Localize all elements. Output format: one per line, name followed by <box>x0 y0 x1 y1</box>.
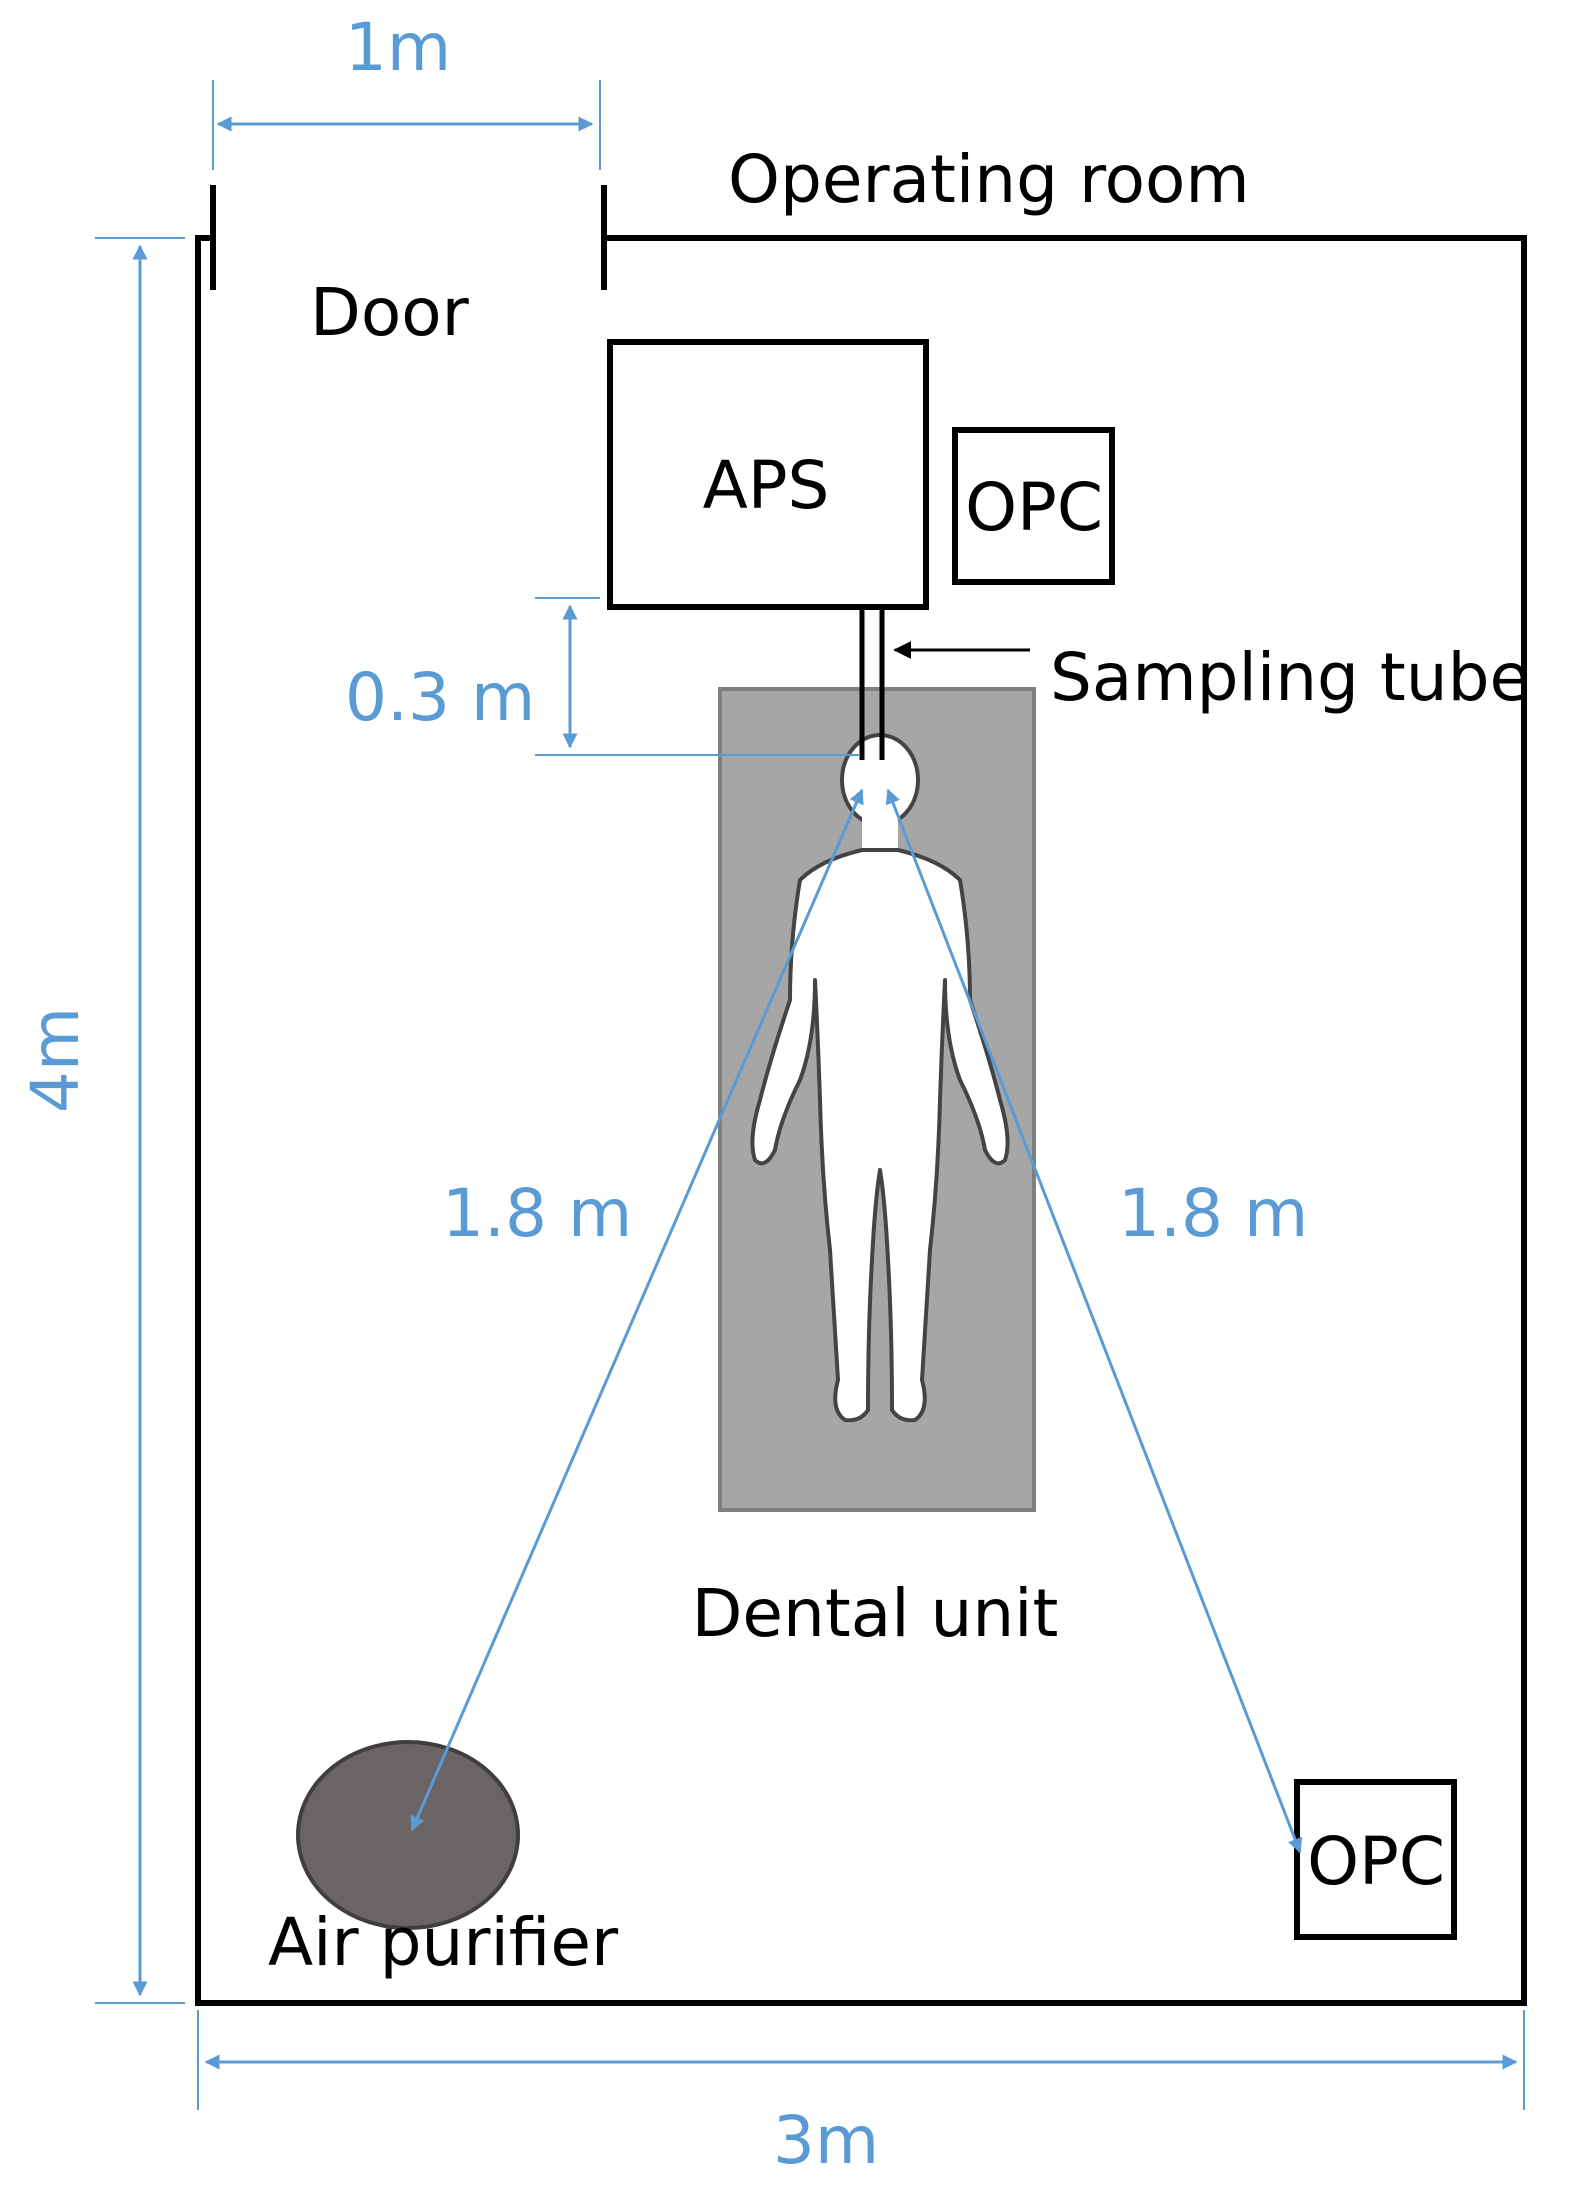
distance-arrow-purifier <box>410 788 864 1832</box>
sampling-tube <box>859 607 885 760</box>
tube-gap-label: 0.3 m <box>345 659 535 736</box>
door-width-label: 1m <box>345 9 451 86</box>
room-outline <box>195 235 1527 2006</box>
air-purifier <box>296 1740 520 1930</box>
aps-label: APS <box>703 447 830 524</box>
distance-purifier-label: 1.8 m <box>442 1175 632 1252</box>
opc-top-label: OPC <box>965 469 1103 546</box>
room-height-label: 4m <box>17 1007 94 1113</box>
dental-unit-label: Dental unit <box>692 1575 1059 1652</box>
distance-opc-label: 1.8 m <box>1118 1175 1308 1252</box>
distance-arrow-opc <box>885 788 1303 1854</box>
opc-bottom-label: OPC <box>1307 1823 1445 1900</box>
opc-top-box <box>952 427 1115 585</box>
aps-box <box>607 339 929 610</box>
air-purifier-label: Air purifier <box>268 1904 619 1981</box>
door-label: Door <box>310 274 470 351</box>
sampling-tube-label: Sampling tube <box>1050 639 1530 716</box>
room-label: Operating room <box>728 141 1250 218</box>
room-width-label: 3m <box>773 2102 879 2179</box>
opc-bottom-box <box>1294 1779 1457 1940</box>
